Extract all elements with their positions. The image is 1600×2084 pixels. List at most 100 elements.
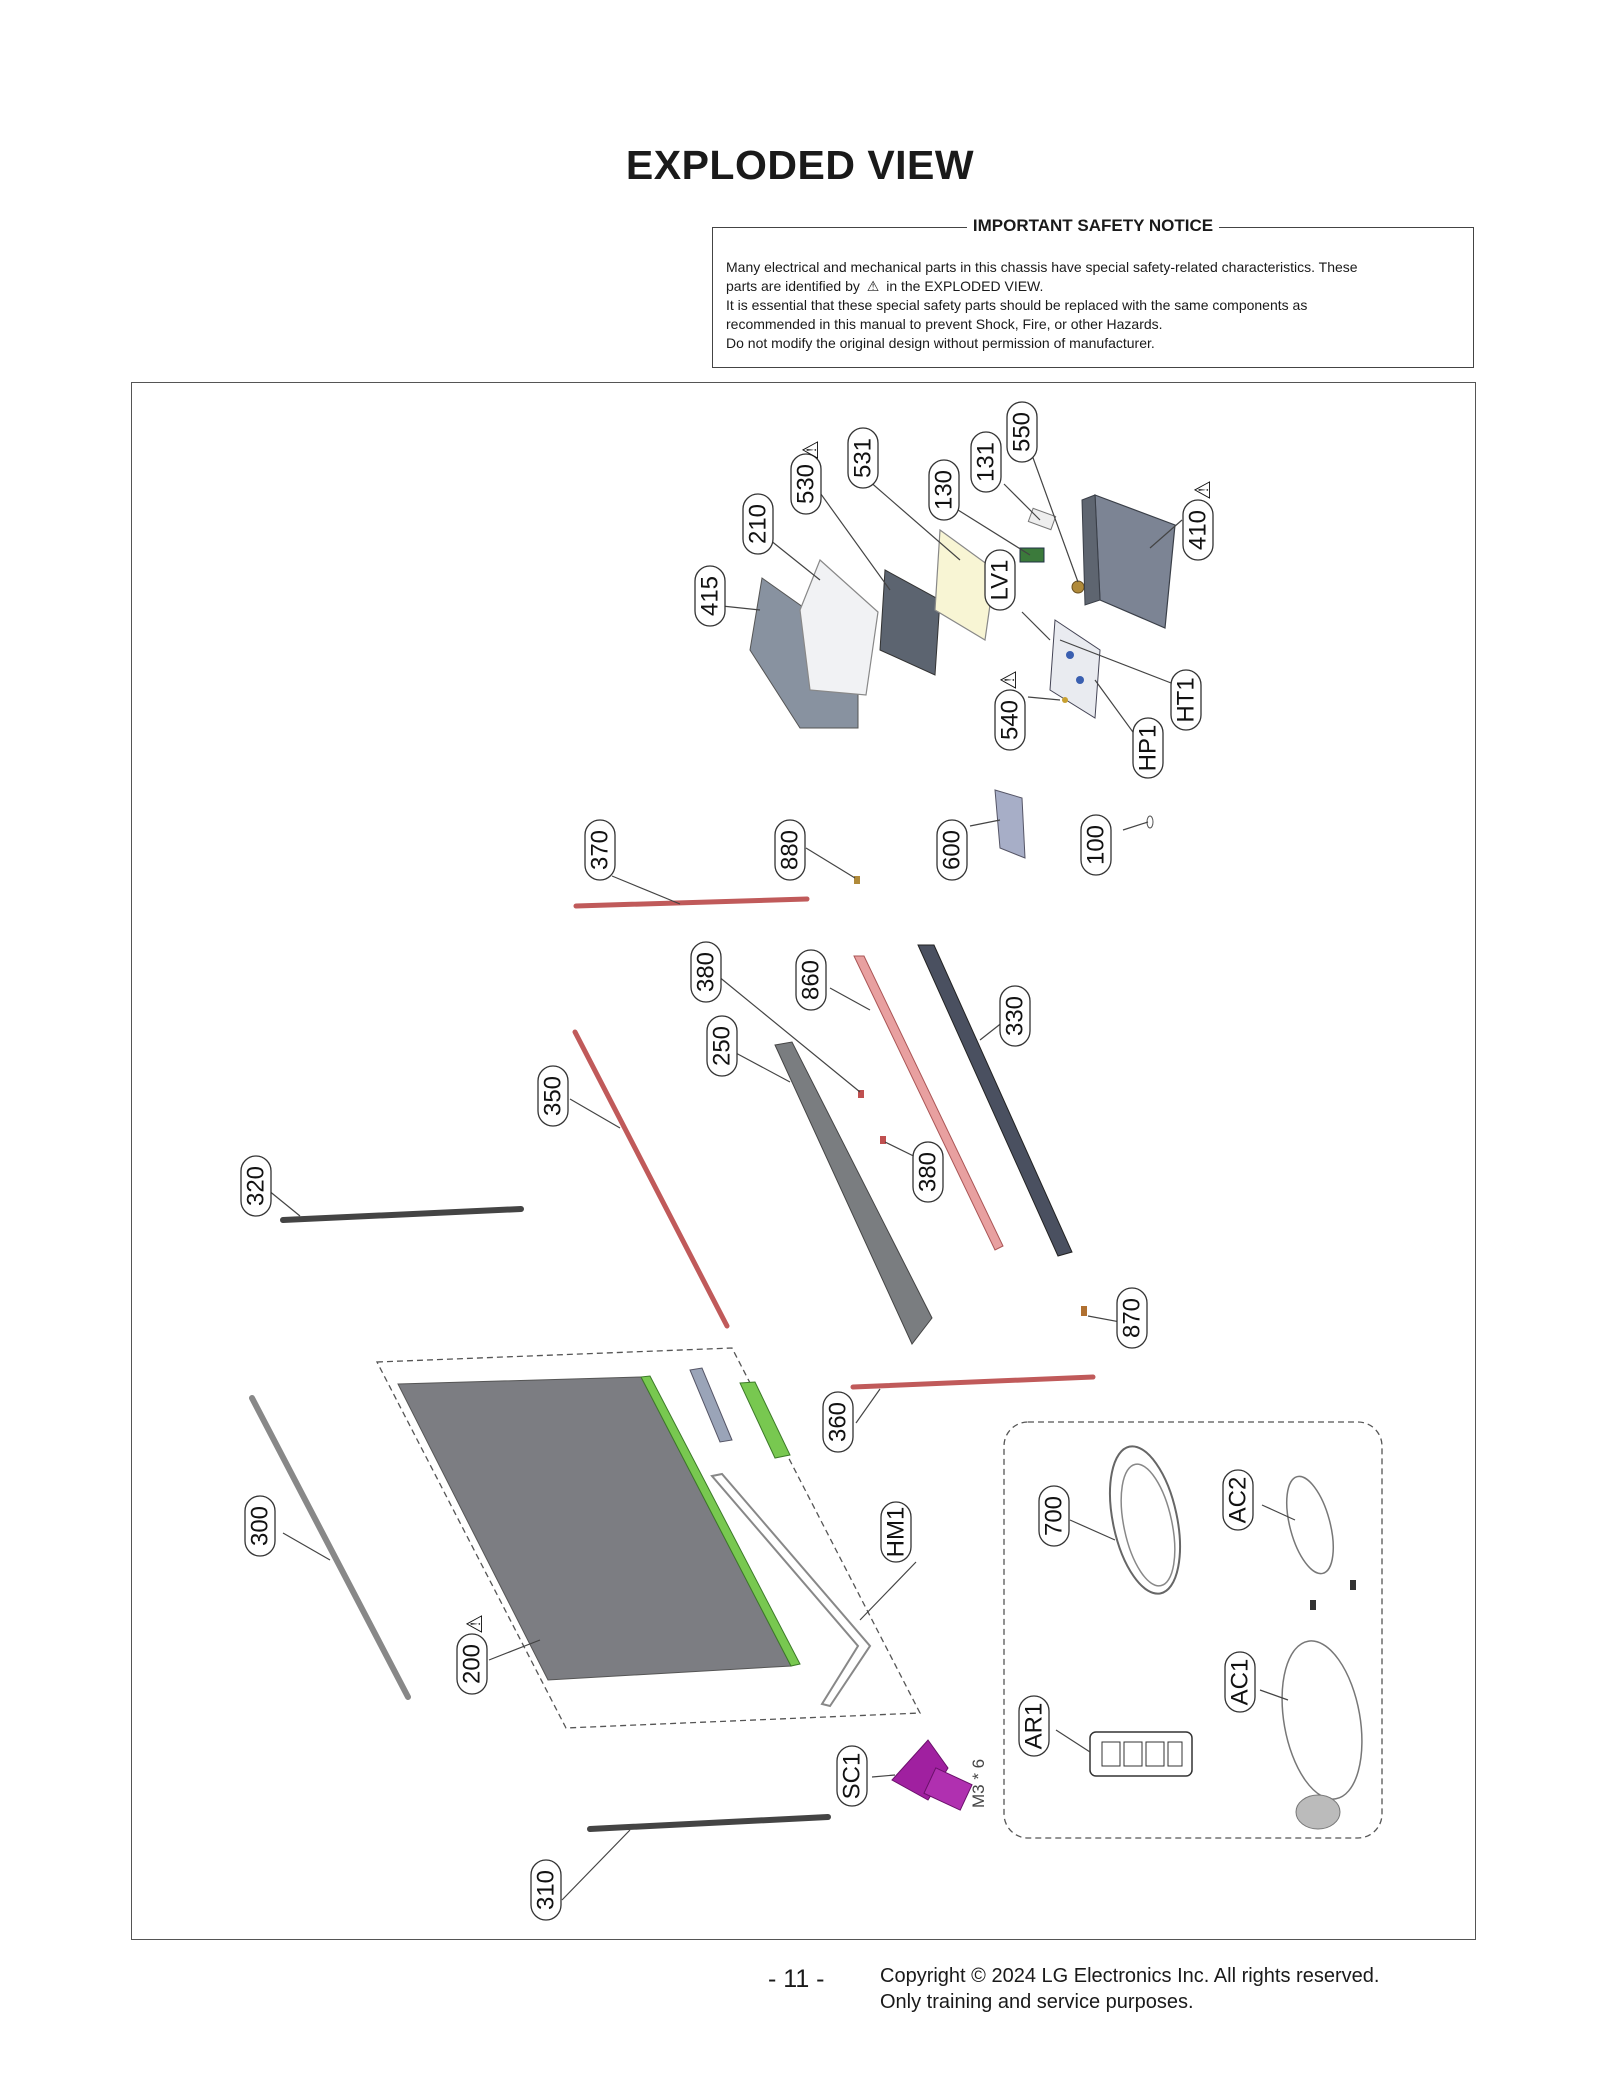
part-main-board-shape [1049,619,1101,719]
safety-mark-530: ⚠ [798,440,823,460]
callout-AC2: AC2 [1222,1469,1254,1531]
callout-530: 530 [790,453,822,515]
callout-350: 350 [537,1065,569,1127]
svg-text:360: 360 [825,1402,852,1442]
svg-text:410: 410 [1185,510,1212,550]
notice-line: It is essential that these special safet… [726,297,1308,313]
callout-131: 131 [970,431,1002,493]
callout-210: 210 [742,493,774,555]
svg-text:531: 531 [850,438,877,478]
part-300-shape [249,1395,411,1700]
safety-notice-body: Many electrical and mechanical parts in … [726,258,1460,353]
part-700-shape [1109,1445,1181,1595]
part-370-shape [573,896,810,909]
svg-text:550: 550 [1009,412,1036,452]
part-880-shape [854,876,860,884]
svg-text:HP1: HP1 [1135,725,1162,772]
part-410-side [1081,494,1101,606]
callout-300: 300 [244,1495,276,1557]
callout-531: 531 [847,427,879,489]
svg-text:250: 250 [709,1026,736,1066]
safety-mark-540: ⚠ [996,670,1021,690]
callout-SC1: SC1 [836,1745,868,1807]
callout-540: 540 [994,689,1026,751]
svg-text:530: 530 [793,464,820,504]
callout-100: 100 [1080,814,1112,876]
svg-text:540: 540 [997,700,1024,740]
svg-text:380: 380 [915,1152,942,1192]
callout-310: 310 [530,1859,562,1921]
callout-AC1: AC1 [1224,1651,1256,1713]
page-title: EXPLODED VIEW [625,142,975,188]
callout-320: 320 [240,1155,272,1217]
notice-line: recommended in this manual to prevent Sh… [726,316,1163,332]
svg-text:SC1: SC1 [839,1753,866,1800]
notice-line: Do not modify the original design withou… [726,335,1155,351]
callout-870: 870 [1116,1287,1148,1349]
safety-mark-410: ⚠ [1190,480,1215,500]
svg-text:380: 380 [693,952,720,992]
part-350-shape [572,1029,730,1329]
svg-text:330: 330 [1002,996,1029,1036]
svg-text:100: 100 [1083,825,1110,865]
notice-line: parts are identified by ⚠ in the EXPLODE… [726,278,1044,294]
part-870-shape [1081,1306,1087,1316]
callout-880: 880 [774,819,806,881]
safety-notice-heading: IMPORTANT SAFETY NOTICE [713,216,1473,236]
callout-200: 200 [456,1633,488,1695]
callout-HT1: HT1 [1170,669,1202,731]
callout-HP1: HP1 [1132,717,1164,779]
callout-700: 700 [1038,1485,1070,1547]
svg-text:131: 131 [973,442,1000,482]
callout-HM1: HM1 [880,1501,912,1563]
svg-text:370: 370 [587,830,614,870]
part-130-shape [1019,547,1045,563]
callout-AR1: AR1 [1018,1695,1050,1757]
part-320-shape [280,1206,524,1223]
safety-notice-box: IMPORTANT SAFETY NOTICE Many electrical … [712,216,1474,368]
callout-600: 600 [936,819,968,881]
svg-text:AR1: AR1 [1021,1703,1048,1750]
callout-860: 860 [795,949,827,1011]
callout-330: 330 [999,985,1031,1047]
part-AC1-shape [1281,1640,1363,1800]
svg-text:210: 210 [745,504,772,544]
callout-410: 410 [1182,499,1214,561]
page-number: - 11 - [768,1965,825,1993]
svg-text:415: 415 [697,576,724,616]
exploded-view-figure-frame [131,382,1476,1940]
svg-text:600: 600 [939,830,966,870]
screw-spec-label: M3 * 6 [969,1759,988,1808]
svg-text:870: 870 [1119,1298,1146,1338]
part-380a-shape [858,1090,864,1098]
part-360-shape [850,1374,1096,1390]
part-250-shape [774,1041,933,1345]
part-SC1-shape [891,1739,973,1811]
safety-mark-200: ⚠ [462,1614,487,1634]
part-310-shape [587,1814,831,1832]
callout-380-lower: 380 [912,1141,944,1203]
part-pcb-strip-shape [640,1375,801,1667]
warning-triangle-icon: ⚠ [866,278,880,294]
part-860-shape [853,955,1004,1251]
accessories-outline [1003,1421,1383,1839]
callout-360: 360 [822,1391,854,1453]
part-531-shape [934,528,996,641]
copyright-notice: Copyright © 2024 LG Electronics Inc. All… [880,1965,1380,2013]
part-200-shape [397,1376,792,1681]
svg-text:AC2: AC2 [1225,1477,1252,1524]
svg-text:300: 300 [247,1506,274,1546]
callout-130: 130 [928,459,960,521]
svg-text:HT1: HT1 [1173,677,1200,722]
part-131-shape [1027,507,1057,531]
part-410-shape [1094,494,1176,629]
part-pcb-strip-shape-2 [739,1381,791,1459]
svg-text:860: 860 [798,960,825,1000]
callout-415: 415 [694,565,726,627]
part-550-shape [1071,580,1085,594]
svg-text:200: 200 [459,1644,486,1684]
part-380b-shape [880,1136,886,1144]
svg-text:350: 350 [540,1076,567,1116]
part-HM1-shape [710,1472,872,1708]
